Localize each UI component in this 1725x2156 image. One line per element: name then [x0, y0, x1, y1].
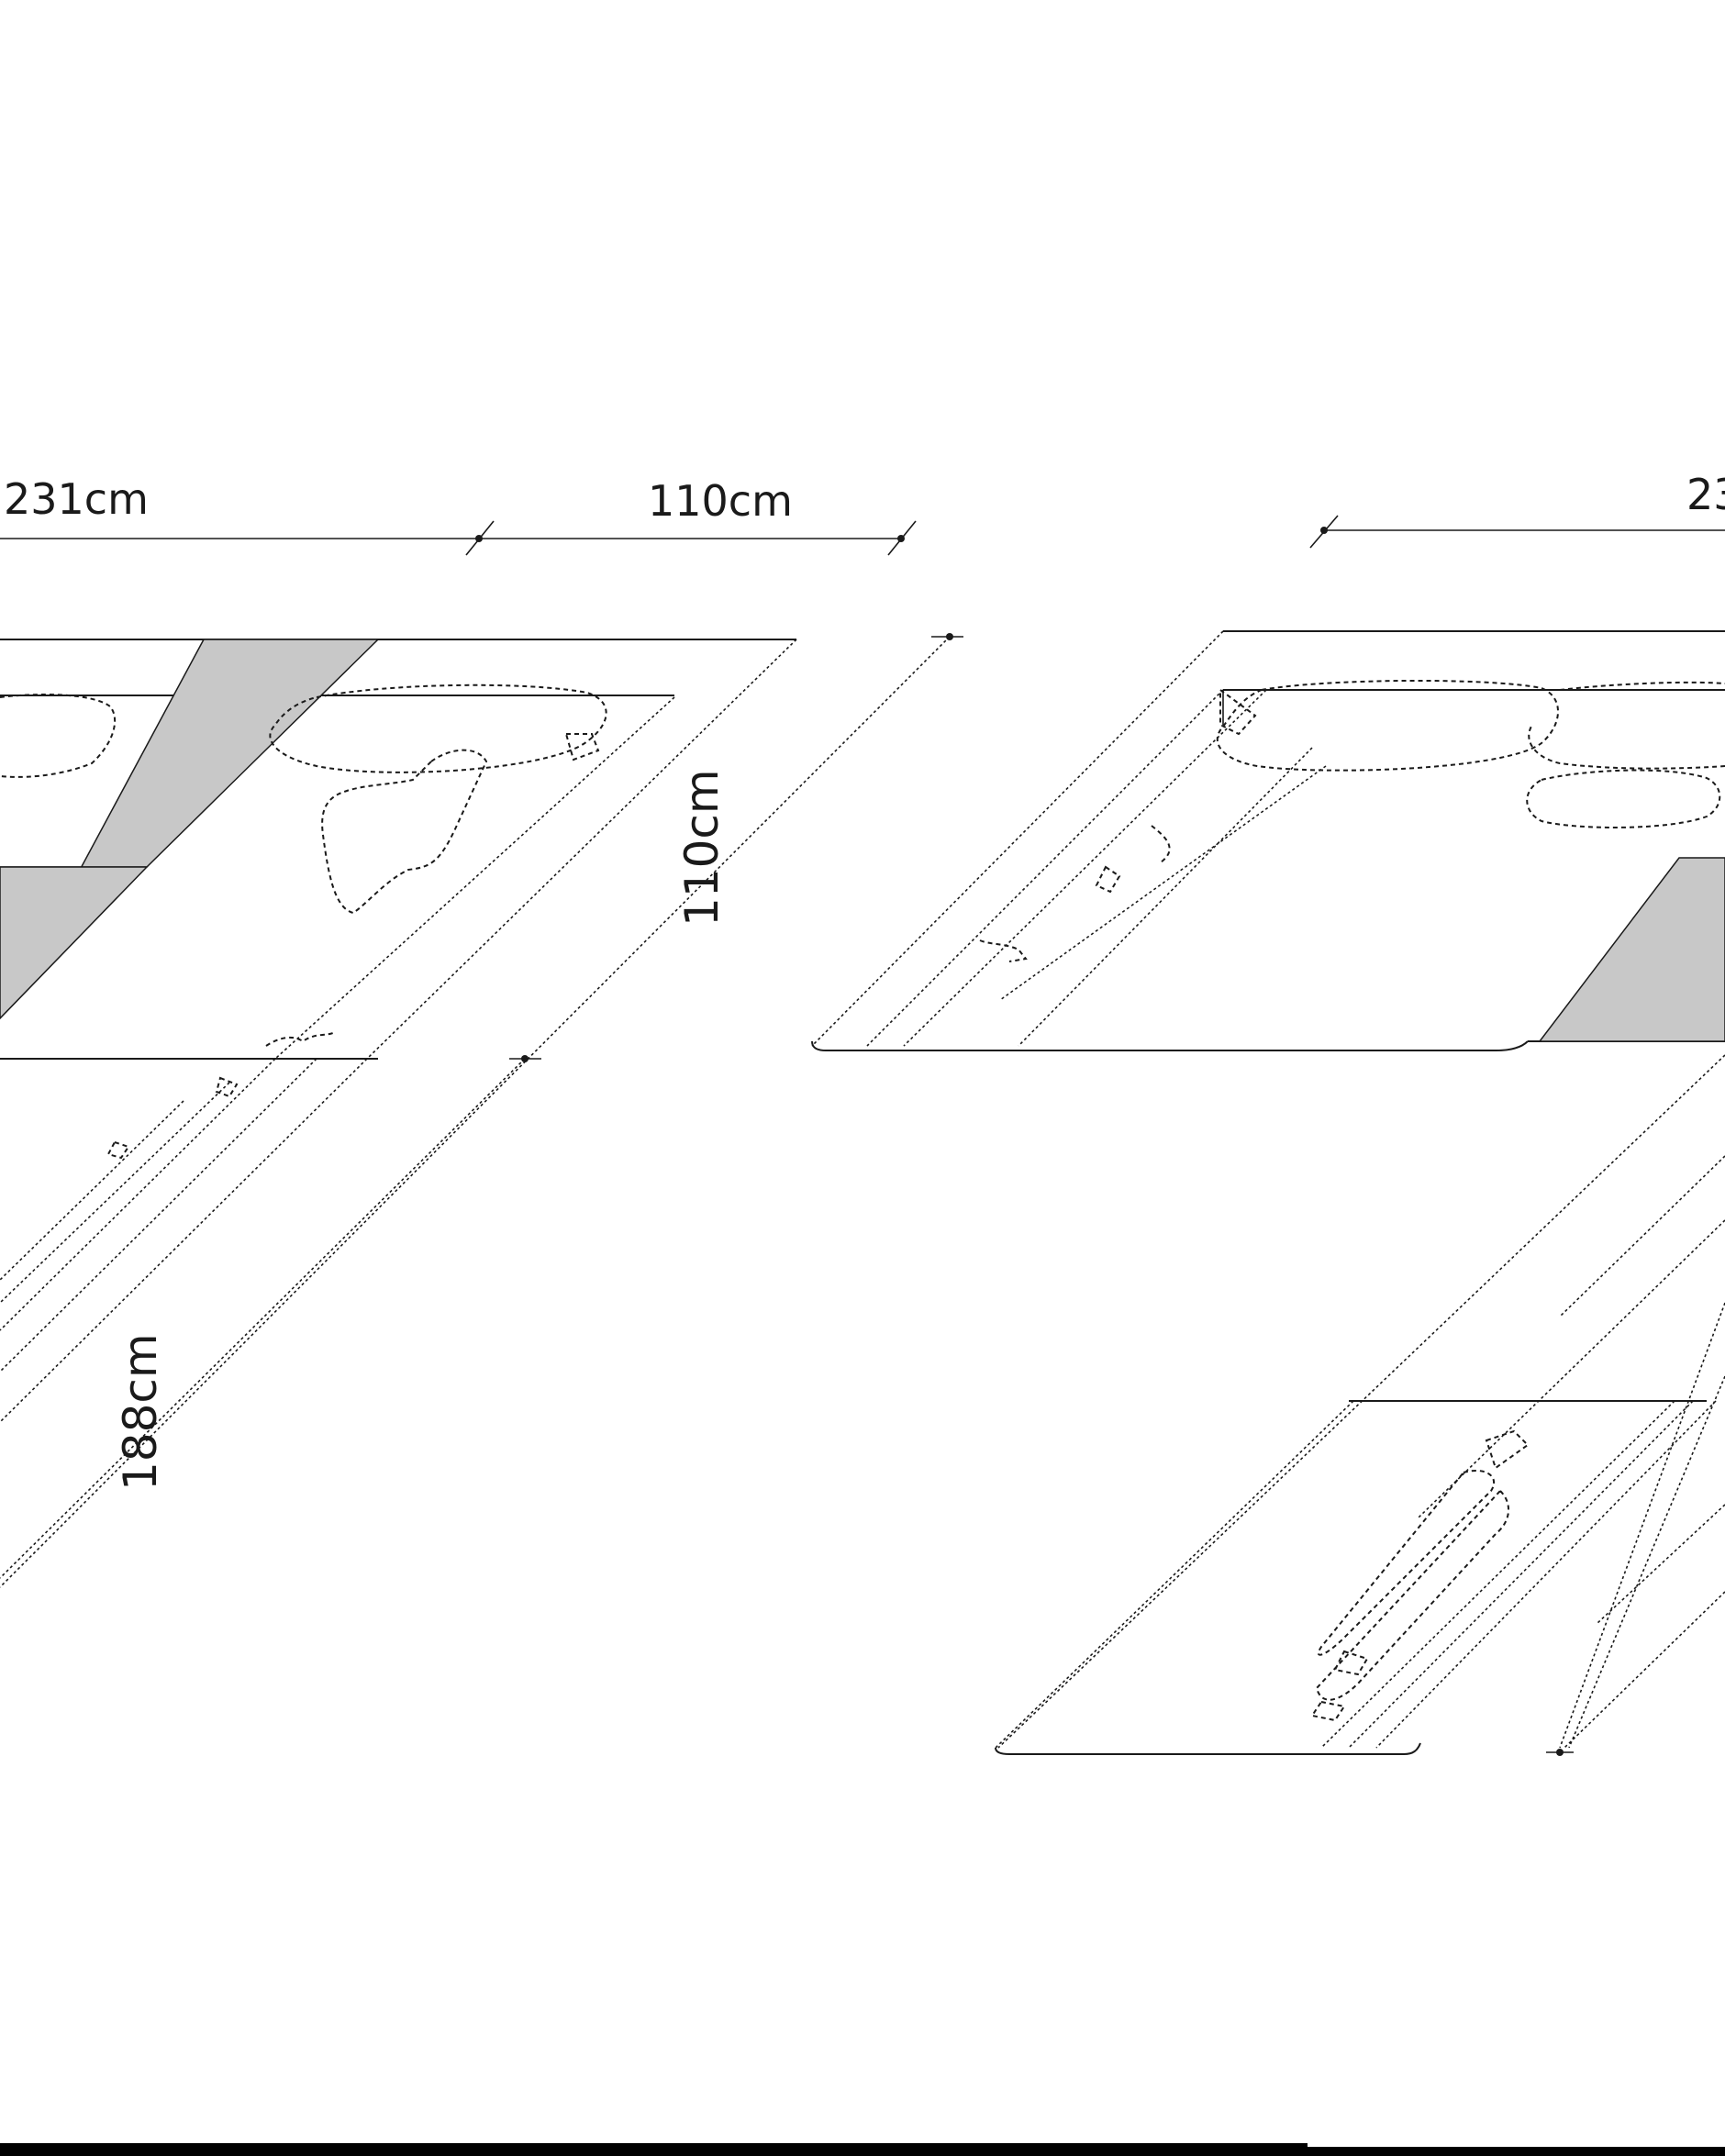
chaise-cushion-2: [1315, 1489, 1509, 1701]
throw-pillow: [321, 749, 488, 915]
chaise-diagonal-5: [0, 1100, 184, 1281]
back-cushion-right-1: [1216, 679, 1559, 772]
seat-diagonal-1: [366, 639, 797, 1060]
right-seat-diagonal-1: [811, 630, 1224, 1047]
dim-label-top-mid: 110cm: [648, 476, 793, 526]
chaise-front-edge: [995, 1742, 1421, 1755]
dim-label-depth-right: 110cm: [675, 769, 729, 927]
dim-label-top-right: 231cm: [1686, 470, 1725, 519]
chaise-diagonal-4: [0, 1082, 230, 1304]
right-seat-diagonal-5: [999, 765, 1327, 1001]
chaise-long-diagonal-7: [1564, 1591, 1725, 1749]
back-cushion-right-2: [1528, 681, 1725, 770]
back-cushion-right: [269, 683, 607, 773]
dim-diagonal-left: [0, 1058, 526, 1579]
chaise-long-diagonal-6: [1596, 1504, 1725, 1625]
foot-detail: [1095, 865, 1121, 894]
foot-detail: [106, 1140, 130, 1160]
seat-diagonal-2: [274, 696, 675, 1060]
dim-point: [897, 535, 905, 542]
dim-point: [1320, 527, 1328, 534]
dim-point: [1556, 1749, 1564, 1756]
foot-detail: [265, 1031, 336, 1047]
chaise-diagonal-1: [0, 1058, 368, 1423]
arm-tab-right: [1219, 688, 1257, 736]
dim-point: [475, 535, 483, 542]
chaise-cushion-tab: [1485, 1429, 1530, 1470]
bottom-bar: [0, 2147, 1725, 2156]
chaise-cushion-1: [1317, 1470, 1496, 1656]
foot-detail: [215, 1076, 239, 1098]
chaise-diagonal-front-4: [1375, 1400, 1717, 1749]
left-module: 231cm 110cm 110cm: [0, 474, 963, 1588]
chaise-long-diagonal-3: [1417, 1219, 1725, 1519]
foot-detail: [979, 939, 1028, 962]
shade-band-right: [1538, 857, 1725, 1042]
chaise-diagonal-3: [0, 1058, 276, 1331]
shade-band-lower: [0, 866, 149, 1020]
armrest-tab: [564, 733, 600, 761]
foot-detail: [1151, 825, 1171, 863]
back-cushion-left: [0, 694, 117, 778]
seat-front-edge-right: [811, 1040, 1529, 1051]
dim-label-top-left: 231cm: [4, 474, 149, 524]
foot-detail: [1310, 1700, 1346, 1722]
right-seat-diagonal-2: [866, 689, 1224, 1047]
chaise-diagonal-front-3: [1348, 1400, 1694, 1749]
bottom-bar-accent: [0, 2143, 1308, 2147]
right-seat-diagonal-3: [903, 689, 1267, 1047]
right-module: 231cm: [811, 470, 1725, 1756]
seat-pillow-right: [1526, 769, 1721, 828]
chaise-long-diagonal-5: [1568, 1375, 1725, 1749]
dim-label-depth-left: 188cm: [114, 1333, 167, 1491]
chaise-diagonal-2: [0, 1058, 317, 1373]
chaise-long-diagonal-4: [1559, 1302, 1725, 1749]
foot-detail: [1333, 1650, 1369, 1676]
chaise-diagonal-front-2: [1320, 1400, 1675, 1749]
dim-diagonal-right: [0, 636, 951, 1588]
chaise-diagonal-front-1: [995, 1400, 1354, 1749]
right-seat-diagonal-4: [1018, 747, 1313, 1047]
chaise-long-diagonal-2: [1559, 1155, 1725, 1317]
